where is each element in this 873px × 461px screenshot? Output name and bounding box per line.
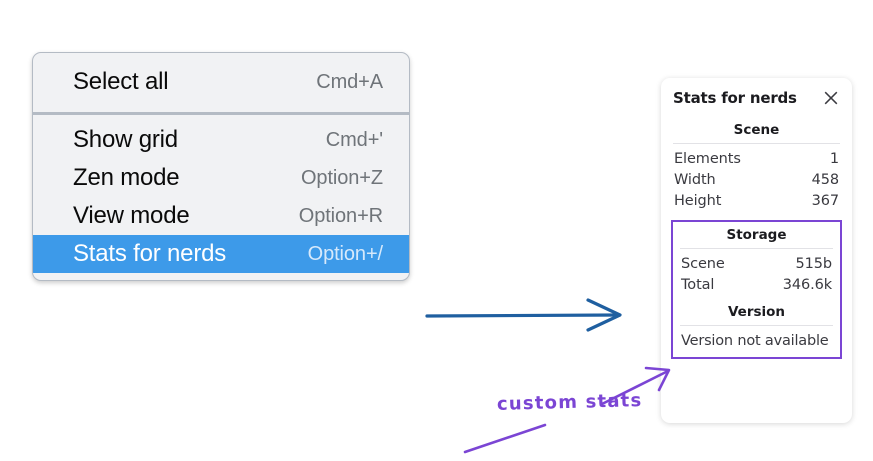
stat-row: Elements 1 [671,148,842,169]
stat-row: Height 367 [671,190,842,211]
stat-row: Width 458 [671,169,842,190]
menu-item-shortcut: Cmd+A [316,70,383,93]
panel-header: Stats for nerds [671,89,842,107]
menu-item-shortcut: Option+/ [307,242,383,265]
blue-arrow-menu-to-panel [425,298,622,332]
menu-item-zen-mode[interactable]: Zen mode Option+Z [33,159,409,197]
version-section: Version Version not available [678,295,835,352]
storage-heading: Storage [726,227,787,243]
scene-section: Scene Elements 1 Width 458 Height 367 [671,120,842,211]
panel-title: Stats for nerds [673,89,797,107]
menu-item-label: Stats for nerds [73,240,227,267]
stat-row: Total 346.6k [678,274,835,295]
menu-item-label: Select all [73,68,169,95]
menu-group-2: Show grid Cmd+' Zen mode Option+Z View m… [33,115,409,280]
menu-item-select-all[interactable]: Select all Cmd+A [33,63,409,101]
scene-heading: Scene [733,122,780,138]
menu-item-label: Zen mode [73,164,180,191]
stat-value: 346.6k [782,276,832,293]
menu-item-shortcut: Option+Z [300,166,383,189]
context-menu[interactable]: Select all Cmd+A Show grid Cmd+' Zen mod… [32,52,410,281]
stat-value: 367 [811,192,839,209]
menu-item-stats-for-nerds[interactable]: Stats for nerds Option+/ [33,235,409,273]
version-heading: Version [727,304,786,320]
menu-item-view-mode[interactable]: View mode Option+R [33,197,409,235]
close-icon[interactable] [822,89,840,107]
menu-item-label: View mode [73,202,190,229]
menu-group-1: Select all Cmd+A [33,53,409,112]
storage-section: Storage Scene 515b Total 346.6k [678,225,835,295]
menu-item-shortcut: Option+R [298,204,383,227]
menu-separator [33,112,409,115]
stat-value: 515b [795,255,833,272]
custom-stats-annotation-label: custom stats [496,390,643,415]
stat-key: Elements [674,150,741,167]
purple-underline-stroke [463,423,547,454]
stat-row: Scene 515b [678,253,835,274]
divider [673,143,840,144]
menu-item-shortcut: Cmd+' [325,128,383,151]
stat-value: 458 [811,171,839,188]
stat-key: Height [674,192,722,209]
menu-item-show-grid[interactable]: Show grid Cmd+' [33,121,409,159]
stat-value: 1 [829,150,839,167]
divider [680,325,833,326]
menu-item-label: Show grid [73,126,178,153]
divider [680,248,833,249]
custom-stats-highlight-box: Storage Scene 515b Total 346.6k Version … [671,220,842,359]
stat-key: Scene [681,255,725,272]
stats-for-nerds-panel: Stats for nerds Scene Elements 1 Width 4… [661,78,852,423]
stat-key: Width [674,171,716,188]
version-text: Version not available [681,333,829,349]
stat-key: Total [681,276,715,293]
